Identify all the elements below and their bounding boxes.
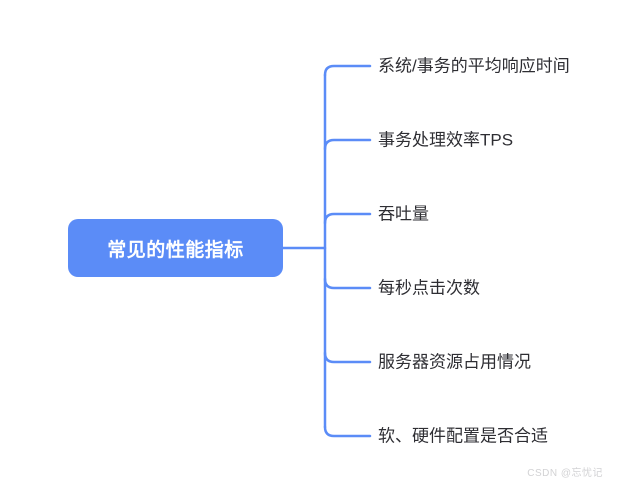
branch-label-5[interactable]: 服务器资源占用情况: [378, 352, 531, 372]
branch-label-2[interactable]: 事务处理效率TPS: [378, 130, 514, 150]
branch-line-5: [323, 351, 372, 364]
branch-label-6[interactable]: 软、硬件配置是否合适: [378, 426, 548, 446]
root-node-label: 常见的性能指标: [107, 239, 244, 261]
branch-line-2: [323, 138, 372, 151]
branch-line-1: [323, 64, 372, 77]
branch-label-4[interactable]: 每秒点击次数: [378, 278, 480, 298]
branch-line-6: [323, 425, 372, 438]
branch-label-3[interactable]: 吞吐量: [378, 204, 429, 224]
branch-label-1[interactable]: 系统/事务的平均响应时间: [378, 56, 570, 76]
root-node[interactable]: 常见的性能指标: [68, 219, 283, 277]
watermark: CSDN @忘忧记: [527, 468, 603, 479]
branch-line-4: [323, 277, 372, 290]
branch-line-3: [323, 212, 372, 225]
